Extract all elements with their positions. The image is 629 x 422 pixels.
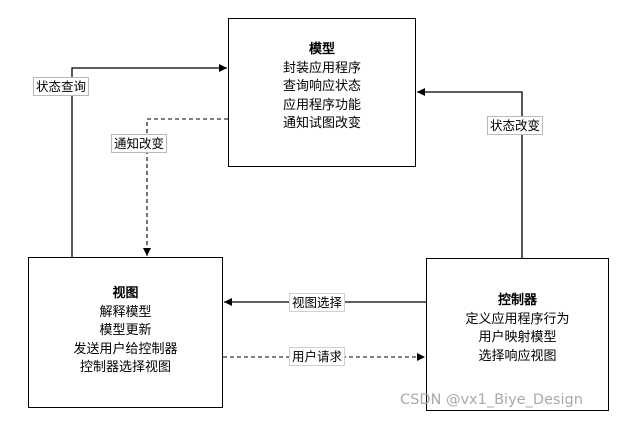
arrow-notify-change (143, 118, 228, 256)
controller-title: 控制器 (497, 293, 537, 308)
model-title: 模型 (308, 42, 335, 57)
state-query-label: 状态查询 (33, 77, 90, 96)
arrow-state-change (417, 88, 523, 258)
view-line: 控制器选择视图 (79, 360, 171, 375)
state-change-label: 状态改变 (487, 116, 544, 135)
view-title: 视图 (112, 286, 139, 301)
controller-line: 选择响应视图 (478, 348, 557, 364)
user-request-label: 用户请求 (289, 347, 346, 366)
arrow-state-query (71, 64, 227, 257)
model-box: 模型 封装应用程序 查询响应状态 应用程序功能 通知试图改变 (228, 18, 416, 167)
model-line: 应用程序功能 (282, 97, 361, 113)
watermark: CSDN @vx1_Biye_Design (400, 392, 583, 408)
model-line: 查询响应状态 (282, 79, 361, 94)
model-line: 封装应用程序 (282, 60, 361, 76)
controller-line: 定义应用程序行为 (465, 311, 570, 327)
controller-box: 控制器 定义应用程序行为 用户映射模型 选择响应视图 (426, 258, 609, 411)
model-line: 通知试图改变 (282, 116, 361, 131)
controller-line: 用户映射模型 (478, 330, 557, 345)
view-line: 解释模型 (99, 304, 152, 320)
view-box: 视图 解释模型 模型更新 发送用户给控制器 控制器选择视图 (28, 257, 223, 408)
view-line: 发送用户给控制器 (73, 341, 178, 357)
view-line: 模型更新 (99, 323, 152, 338)
notify-change-label: 通知改变 (111, 134, 168, 153)
view-select-label: 视图选择 (289, 293, 346, 312)
